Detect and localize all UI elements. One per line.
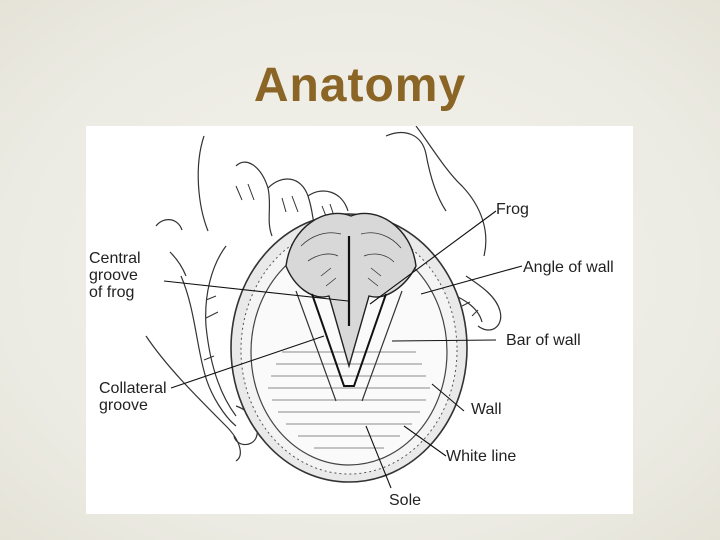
label-white-line: White line bbox=[446, 448, 517, 465]
frog-shading bbox=[300, 232, 402, 287]
bars-of-wall bbox=[295, 290, 403, 402]
label-bar-of-wall: Bar of wall bbox=[506, 332, 581, 349]
hoof-illustration bbox=[145, 126, 523, 489]
label-collateral-groove-line-1: Collateral bbox=[99, 380, 167, 397]
label-central-groove-line-1: Central bbox=[89, 250, 141, 267]
label-wall: Wall bbox=[471, 401, 502, 418]
collateral-grooves bbox=[311, 293, 387, 387]
slide-title: Anatomy bbox=[253, 59, 467, 112]
label-sole: Sole bbox=[389, 492, 422, 509]
label-angle-of-wall: Angle of wall bbox=[523, 259, 614, 276]
label-central-groove-line-2: groove bbox=[89, 267, 138, 284]
pointer-lines bbox=[163, 210, 523, 489]
frog-shape bbox=[285, 212, 417, 369]
label-collateral-groove: Collateral groove bbox=[99, 380, 167, 414]
label-central-groove: Central groove of frog bbox=[89, 250, 141, 301]
label-collateral-groove-line-2: groove bbox=[99, 397, 148, 414]
hoof-anatomy-diagram: Frog Central groove of frog Angle of wal… bbox=[86, 126, 633, 514]
label-frog: Frog bbox=[496, 201, 529, 218]
label-central-groove-line-3: of frog bbox=[89, 284, 135, 301]
